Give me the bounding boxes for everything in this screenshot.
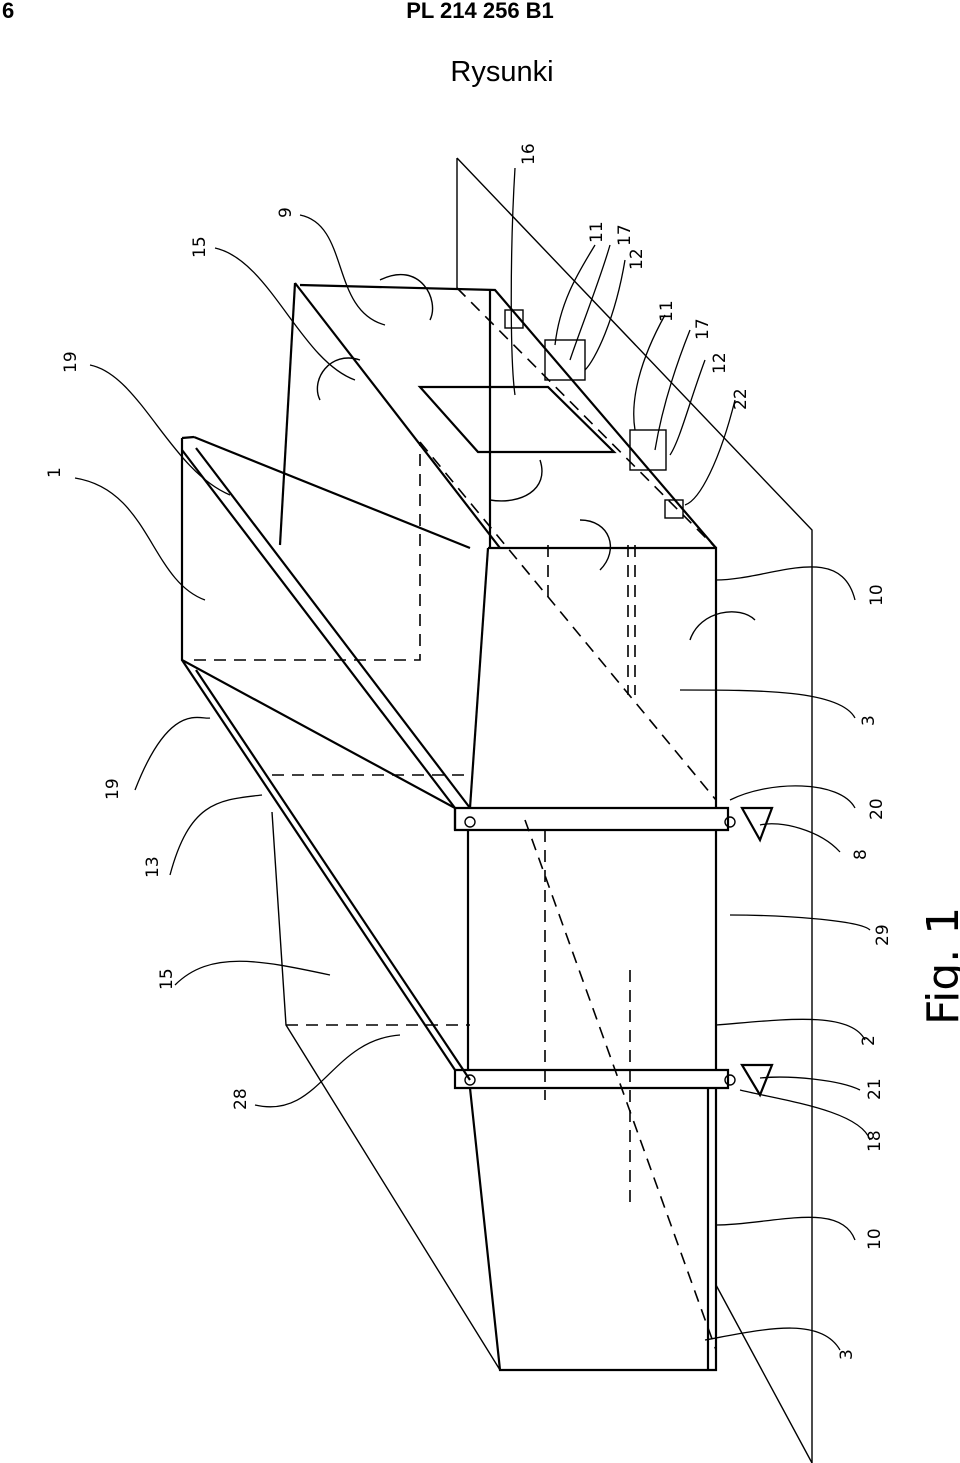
ref-16: 16 [519, 143, 539, 165]
lower-module [299, 283, 730, 1372]
ref-9: 9 [276, 207, 296, 218]
leader-lines [74, 167, 871, 1351]
ref-8: 8 [851, 849, 871, 860]
ref-15b: 15 [157, 968, 177, 990]
section-title: Rysunki [450, 56, 554, 88]
ref-19a: 19 [61, 351, 81, 373]
reference-numerals: 16 9 11 17 12 11 17 12 22 15 19 1 10 3 2… [45, 143, 893, 1360]
ref-18: 18 [865, 1130, 885, 1152]
ground-plane [456, 157, 813, 1463]
ref-29: 29 [873, 924, 893, 946]
ref-12b: 12 [710, 352, 730, 374]
ref-21: 21 [865, 1078, 885, 1100]
ref-3b: 3 [837, 1349, 857, 1360]
patent-number: PL 214 256 B1 [406, 0, 554, 23]
figure-caption: Fig. 1 [918, 907, 960, 1025]
ref-10a: 10 [867, 584, 887, 606]
ref-22: 22 [731, 388, 751, 410]
ref-19b: 19 [103, 778, 123, 800]
ref-2: 2 [859, 1035, 879, 1046]
fittings [464, 309, 774, 1098]
ref-17b: 17 [693, 318, 713, 340]
ref-20: 20 [867, 798, 887, 820]
page-number: 6 [2, 0, 15, 23]
ref-28: 28 [231, 1088, 251, 1110]
ref-11a: 11 [587, 221, 607, 243]
ref-10b: 10 [865, 1228, 885, 1250]
ref-3a: 3 [859, 715, 879, 726]
window-16 [417, 385, 617, 454]
ref-11b: 11 [657, 300, 677, 322]
rotation-arrows [316, 273, 756, 641]
ref-1: 1 [45, 467, 65, 478]
ref-17a: 17 [615, 224, 635, 246]
upper-module [180, 435, 471, 1081]
ref-12a: 12 [627, 248, 647, 270]
ref-13: 13 [143, 856, 163, 878]
side-panel [271, 282, 501, 1371]
ref-15a: 15 [190, 236, 210, 258]
